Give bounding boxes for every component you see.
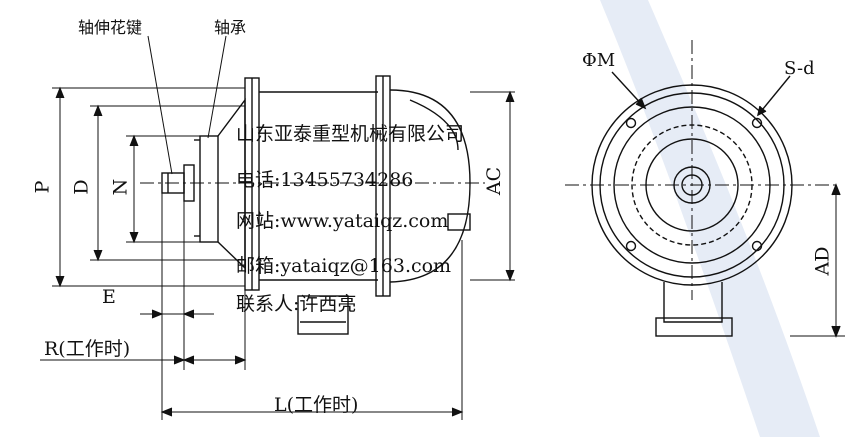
bearing-label: 轴承 xyxy=(214,18,247,37)
phi-m-label: ΦM xyxy=(582,50,616,71)
company-name: 山东亚泰重型机械有限公司 xyxy=(236,123,465,145)
dim-D: D xyxy=(70,179,93,195)
dim-AC: AC xyxy=(483,166,506,196)
spline-label: 轴伸花键 xyxy=(78,18,143,37)
contact-person: 联系人:许西亮 xyxy=(236,293,357,315)
end-view xyxy=(565,40,845,338)
side-dimension-lines xyxy=(40,35,515,420)
dim-N: N xyxy=(109,178,132,196)
website-link[interactable]: 网站:www.yataiqz.com xyxy=(236,210,449,232)
dim-R: R(工作时) xyxy=(44,338,131,360)
dim-L: L(工作时) xyxy=(274,394,359,416)
side-view xyxy=(140,75,485,335)
email-link[interactable]: 邮箱:yataiqz@163.com xyxy=(236,255,452,277)
background-stripe xyxy=(600,0,820,437)
phone-text: 电话:13455734286 xyxy=(236,169,414,191)
dim-P: P xyxy=(31,180,54,194)
dim-AD: AD xyxy=(811,246,834,276)
s-d-label: S-d xyxy=(784,58,815,79)
dim-E: E xyxy=(102,286,116,308)
